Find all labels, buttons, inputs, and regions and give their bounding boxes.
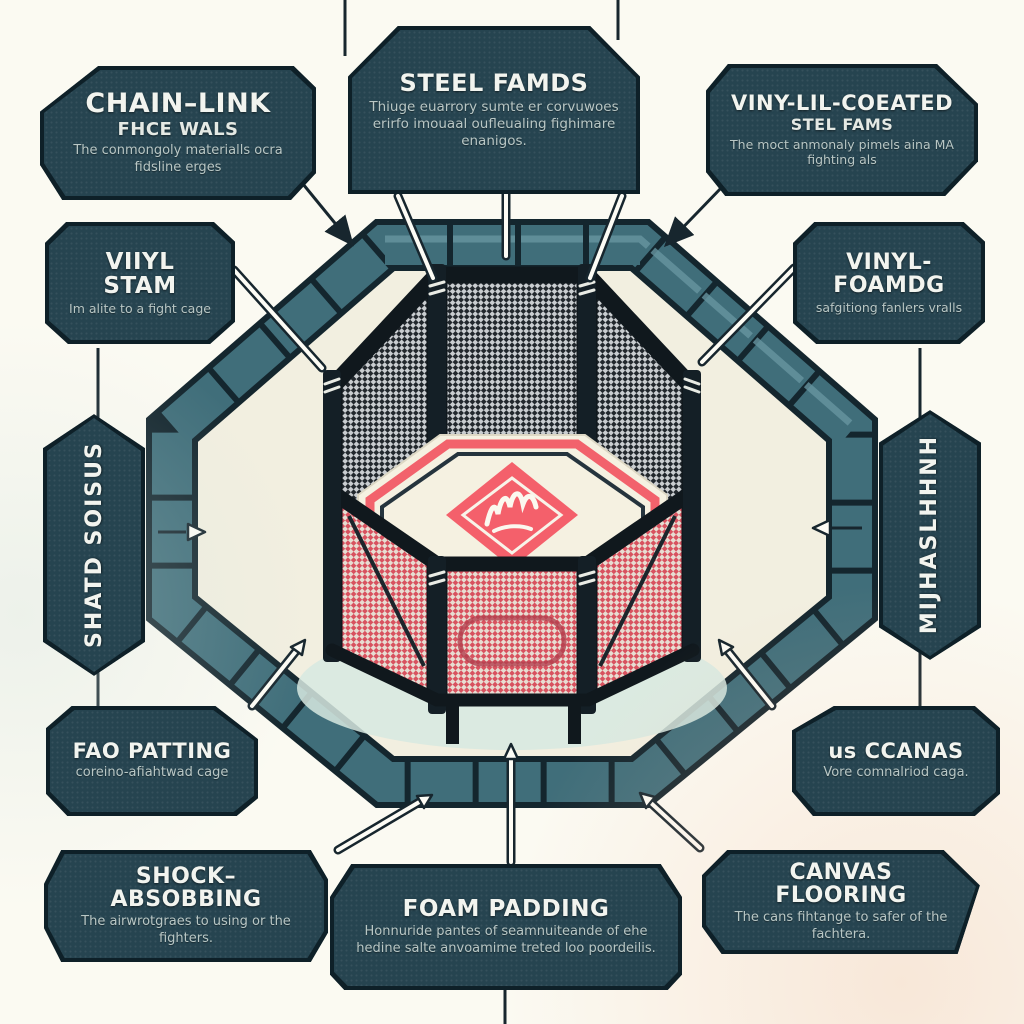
callout-title: FAO PATTING bbox=[72, 739, 232, 764]
callout-title: CHAIN–LINK bbox=[85, 88, 271, 120]
cage-posts bbox=[323, 370, 701, 714]
callout-shock-absorbing: SHOCK–ABSOBBING The airwrotgraes to usin… bbox=[44, 850, 328, 962]
callout-title: MIJHASLHHNH bbox=[917, 435, 943, 635]
front-mesh-braces bbox=[347, 515, 677, 667]
callout-chain-link-fence-walls: CHAIN–LINK FHCE WALS The conmongoly mate… bbox=[40, 66, 316, 200]
center-diamond-logo bbox=[446, 462, 578, 568]
callout-mijhaslhhnh-vertical: MIJHASLHHNH bbox=[879, 410, 981, 660]
callout-title: VINY-LIL-COEATED bbox=[730, 90, 954, 115]
callout-connectors bbox=[96, 0, 922, 1024]
callout-subtitle: FHCE WALS bbox=[117, 119, 239, 141]
post-cap-bands bbox=[323, 280, 701, 586]
callout-vinyl-foamdg: VINYL-FOAMDG safgitiong fanlers vralls bbox=[793, 222, 985, 344]
callout-body: The conmongoly materialls ocra fidsline … bbox=[73, 143, 283, 175]
callout-body: coreino-afiahtwad cage bbox=[75, 765, 229, 781]
callout-body: Im alite to a fight cage bbox=[69, 300, 211, 316]
callout-body: The cans fihtange to safer of the fachte… bbox=[734, 910, 948, 942]
front-mesh-red-outline bbox=[457, 615, 567, 667]
callout-foam-padding: FOAM PADDING Honnuride pantes of seamnui… bbox=[330, 864, 682, 990]
callout-body: The airwrotgraes to using or the fighter… bbox=[81, 914, 291, 946]
cage-front-rail bbox=[324, 484, 700, 572]
callout-title: SHATD SOISUS bbox=[81, 441, 107, 649]
callout-fao-patting: FAO PATTING coreino-afiahtwad cage bbox=[46, 706, 258, 816]
callout-title: CANVAS FLOORING bbox=[775, 860, 907, 909]
callout-title: STEEL FAMDS bbox=[399, 68, 589, 97]
callout-body: Thiuge euarrory sumte er corvuwoes erirf… bbox=[369, 98, 619, 149]
cage-back-posts bbox=[428, 264, 596, 456]
callout-canvas-flooring: CANVAS FLOORING The cans fihtange to saf… bbox=[702, 850, 980, 954]
callout-body: safgitiong fanlers vralls bbox=[815, 299, 963, 315]
callout-title: FOAM PADDING bbox=[402, 896, 610, 923]
callout-shard-soisus-vertical: SHATD SOISUS bbox=[43, 414, 145, 676]
callout-title: VIIYL STAM bbox=[103, 248, 177, 299]
callout-us-ccanas: us CCANAS Vore comnalriod caga. bbox=[792, 706, 1000, 816]
cage-base bbox=[325, 643, 700, 744]
callout-vinyl-coated-steel-frames: VINY-LIL-COEATED STEL FAMS The moct anmo… bbox=[706, 64, 978, 196]
callout-title: VINYL-FOAMDG bbox=[833, 249, 945, 298]
cage-top-rail bbox=[323, 266, 701, 396]
callout-subtitle: STEL FAMS bbox=[790, 115, 894, 134]
callout-body: The moct anmonaly pimels aina MA fightin… bbox=[730, 136, 954, 168]
callout-body: Honnuride pantes of seamnuiteande of ehe… bbox=[356, 924, 656, 956]
callout-title: SHOCK–ABSOBBING bbox=[110, 864, 262, 913]
callout-body: Vore comnalriod caga. bbox=[823, 765, 969, 781]
callout-steel-frames: STEEL FAMDS Thiuge euarrory sumte er cor… bbox=[348, 26, 640, 194]
callout-title: us CCANAS bbox=[828, 739, 964, 764]
callout-vinyl-stam: VIIYL STAM Im alite to a fight cage bbox=[45, 222, 235, 344]
